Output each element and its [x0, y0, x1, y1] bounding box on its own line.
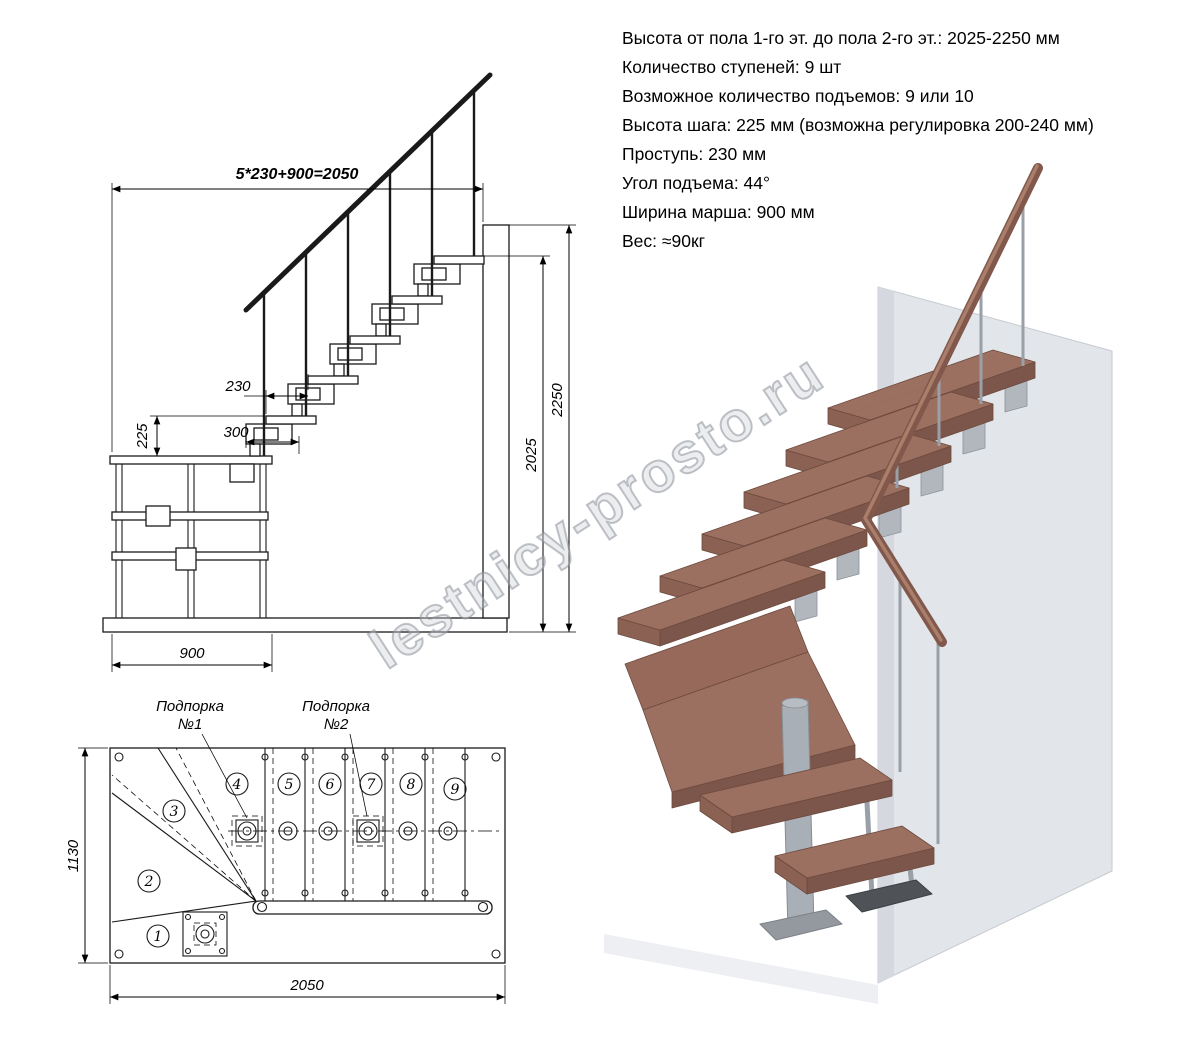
dim-plan-depth: 1130	[65, 839, 82, 872]
step-number: 4	[232, 777, 242, 793]
support1-number: №1	[178, 716, 203, 733]
step-number: 9	[451, 782, 460, 798]
base-plate	[102, 617, 508, 633]
plan-view: 1 2 3 4 5 6 7 8 9 Подпорка №1 Подпорка №…	[65, 698, 506, 1004]
handrail	[243, 72, 493, 313]
elevation-dimensions: 5*230+900=2050 2250 2025 230 300 225 900	[111, 166, 576, 672]
support2-number: №2	[324, 716, 349, 733]
step1-support-box	[182, 911, 228, 957]
spec-line-step-count: Количество ступеней: 9 шт	[622, 57, 842, 77]
dim-tread-depth: 230	[224, 378, 251, 395]
tread	[391, 295, 443, 305]
support-posts	[231, 815, 458, 847]
step-number: 5	[285, 777, 294, 793]
support1-label: Подпорка	[156, 698, 224, 715]
dim-floor-height: 2025	[523, 438, 540, 473]
spec-line-step-height: Высота шага: 225 мм (возможна регулировк…	[622, 115, 1094, 135]
spec-line-angle: Угол подъема: 44°	[622, 173, 771, 193]
plan-outline	[109, 747, 506, 964]
step-number: 1	[154, 929, 163, 945]
spec-line-march-width: Ширина марша: 900 мм	[622, 202, 815, 222]
step-number: 8	[407, 777, 416, 793]
dim-top-length: 5*230+900=2050	[236, 166, 359, 183]
dim-march-width: 900	[179, 645, 205, 662]
step-number: 6	[326, 777, 335, 793]
spec-line-height-range: Высота от пола 1-го эт. до пола 2-го эт.…	[622, 28, 1060, 48]
specs-block: Высота от пола 1-го эт. до пола 2-го эт.…	[622, 24, 1094, 256]
dim-module-length: 300	[223, 424, 249, 441]
dim-total-height: 2250	[549, 383, 566, 418]
wall-column	[482, 224, 510, 619]
elevation-view: 5*230+900=2050 2250 2025 230 300 225 900	[102, 72, 576, 672]
spec-line-weight: Вес: ≈90кг	[622, 231, 705, 251]
floor	[604, 934, 878, 1004]
step-number: 2	[144, 874, 154, 890]
tread	[265, 415, 317, 425]
step-number: 7	[367, 777, 376, 793]
support-beam	[252, 900, 493, 915]
tread	[433, 255, 485, 265]
render-3d	[604, 163, 1113, 1004]
tread	[349, 335, 401, 345]
tread	[307, 375, 359, 385]
dim-step-height: 225	[134, 423, 151, 450]
step-numbers: 1 2 3 4 5 6 7 8 9	[137, 772, 467, 948]
step-number: 3	[170, 804, 179, 820]
dim-plan-length: 2050	[289, 977, 324, 994]
support2-label: Подпорка	[302, 698, 370, 715]
spec-line-tread: Проступь: 230 мм	[622, 144, 767, 164]
spec-line-rise-count: Возможное количество подъемов: 9 или 10	[622, 86, 974, 106]
